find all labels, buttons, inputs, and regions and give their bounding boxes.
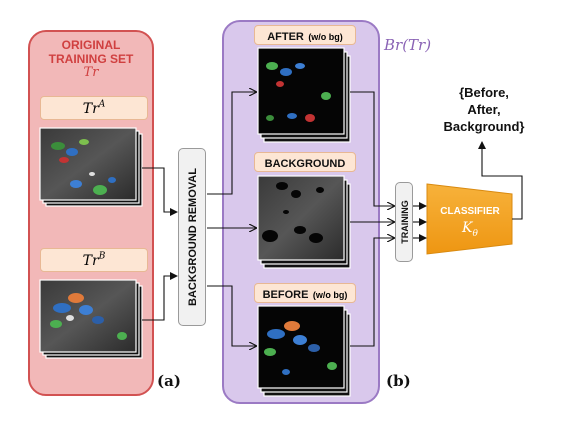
after-waste-items [266, 62, 331, 122]
classifier-symbol: Kθ [430, 219, 510, 239]
background-holes [262, 182, 324, 243]
set-b-label-base: Tr [82, 253, 99, 269]
set-a-label-base: Tr [82, 101, 99, 117]
set-b-waste-items [50, 293, 127, 340]
after-image-stack [257, 47, 351, 143]
panel-a-title-line1: ORIGINAL [61, 38, 121, 52]
caption-b: (b) [386, 372, 411, 390]
before-image-stack [257, 305, 351, 397]
set-b-label: TrB [40, 248, 148, 272]
classifier-symbol-base: K [462, 220, 473, 236]
before-waste-items [264, 321, 337, 375]
after-label-suffix: (w/o bg) [308, 32, 343, 42]
panel-a-title-symbol: Tr [83, 65, 99, 80]
background-label-text: BACKGROUND [264, 158, 346, 170]
classifier-symbol-sub: θ [472, 228, 478, 239]
before-label: BEFORE (w/o bg) [254, 283, 356, 303]
classifier-block [426, 183, 513, 255]
panel-b-symbol: Br(Tr) [384, 36, 432, 54]
output-classes: {Before, After, Background} [416, 84, 552, 135]
set-a-waste-items [51, 139, 116, 195]
background-removal-box: BACKGROUND REMOVAL [178, 148, 206, 326]
training-box: TRAINING [395, 182, 413, 262]
background-image-stack [257, 175, 351, 269]
set-a-label: TrA [40, 96, 148, 120]
output-line2: After, [467, 102, 501, 117]
panel-a-title-line2: TRAINING SET [48, 52, 134, 66]
set-b-image-stack [39, 279, 143, 359]
classifier-label: CLASSIFIER [440, 206, 500, 217]
before-label-text: BEFORE [262, 289, 309, 301]
connector-arrows [142, 92, 523, 346]
set-a-image-stack [39, 127, 143, 207]
set-a-label-sup: A [98, 99, 106, 110]
output-line1: {Before, [459, 85, 509, 100]
caption-a: (a) [157, 372, 181, 390]
background-label: BACKGROUND [254, 152, 356, 172]
after-label: AFTER (w/o bg) [254, 25, 356, 45]
set-b-label-sup: B [98, 251, 106, 262]
panel-a-title: ORIGINAL TRAINING SET Tr [30, 38, 152, 80]
output-line3: Background} [443, 119, 525, 134]
after-label-text: AFTER [267, 31, 304, 43]
before-label-suffix: (w/o bg) [312, 290, 348, 300]
